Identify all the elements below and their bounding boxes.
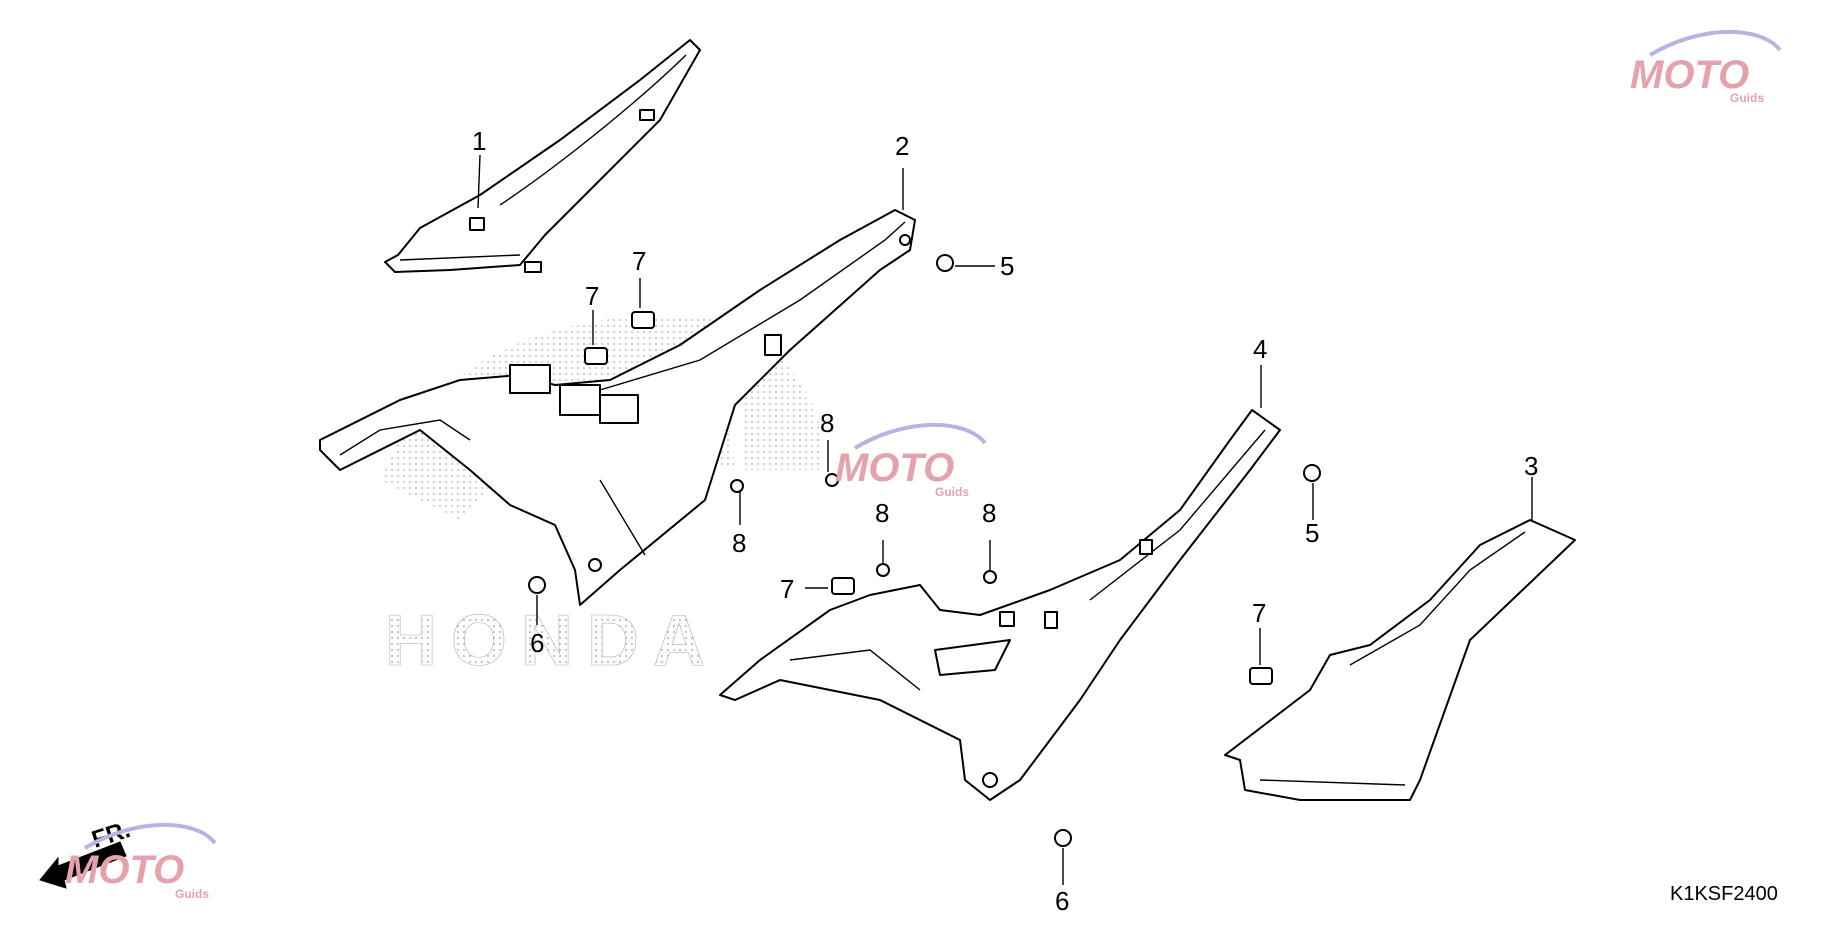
- callout-5a: 5: [1000, 251, 1014, 281]
- part-1-upper-cover: [384, 39, 701, 273]
- watermark-arc-icon: [1648, 29, 1782, 57]
- watermark-top-right: MOTO Guids: [1630, 29, 1782, 105]
- watermark-brand: MOTO: [835, 446, 954, 490]
- watermark-sub: Guids: [1730, 91, 1764, 105]
- watermark-sub: Guids: [935, 485, 969, 499]
- callout-1: 1: [472, 126, 486, 156]
- part-3-side-cover: [1224, 519, 1576, 801]
- callout-8a: 8: [820, 408, 834, 438]
- callout-7d: 7: [1252, 598, 1266, 628]
- callout-7b: 7: [585, 281, 599, 311]
- watermark-sub: Guids: [175, 887, 209, 901]
- screw-parts: [528, 254, 1321, 847]
- callout-3: 3: [1524, 451, 1538, 481]
- part-4-lower-body-cover: [719, 409, 1281, 801]
- part-2-left-body-cover: [319, 209, 916, 606]
- watermark-bottom-left: MOTO Guids: [65, 822, 217, 901]
- diagram-code: K1KSF2400: [1670, 883, 1778, 905]
- callout-2: 2: [895, 131, 909, 161]
- callout-7a: 7: [632, 246, 646, 276]
- watermark-arc-icon: [853, 422, 987, 450]
- clip-parts-7: [584, 311, 1273, 685]
- watermark-arc-icon: [83, 822, 217, 850]
- front-arrow-icon: [39, 841, 127, 889]
- honda-logo-text: HONDA: [385, 601, 719, 681]
- callout-6a: 6: [530, 628, 544, 658]
- watermark-brand: MOTO: [1630, 53, 1749, 97]
- callout-5b: 5: [1305, 518, 1319, 548]
- callout-8c: 8: [875, 498, 889, 528]
- callout-8b: 8: [732, 528, 746, 558]
- leader-lines: [477, 154, 1533, 885]
- callout-4: 4: [1253, 334, 1267, 364]
- callout-numbers: 1 2 3 4 5 5 6 6 7 7 7 7 8 8 8 8: [472, 126, 1538, 916]
- callout-8d: 8: [982, 498, 996, 528]
- watermark-center: MOTO Guids: [835, 422, 987, 499]
- callout-7c: 7: [780, 574, 794, 604]
- watermark-brand: MOTO: [65, 848, 184, 892]
- callout-6b: 6: [1055, 886, 1069, 916]
